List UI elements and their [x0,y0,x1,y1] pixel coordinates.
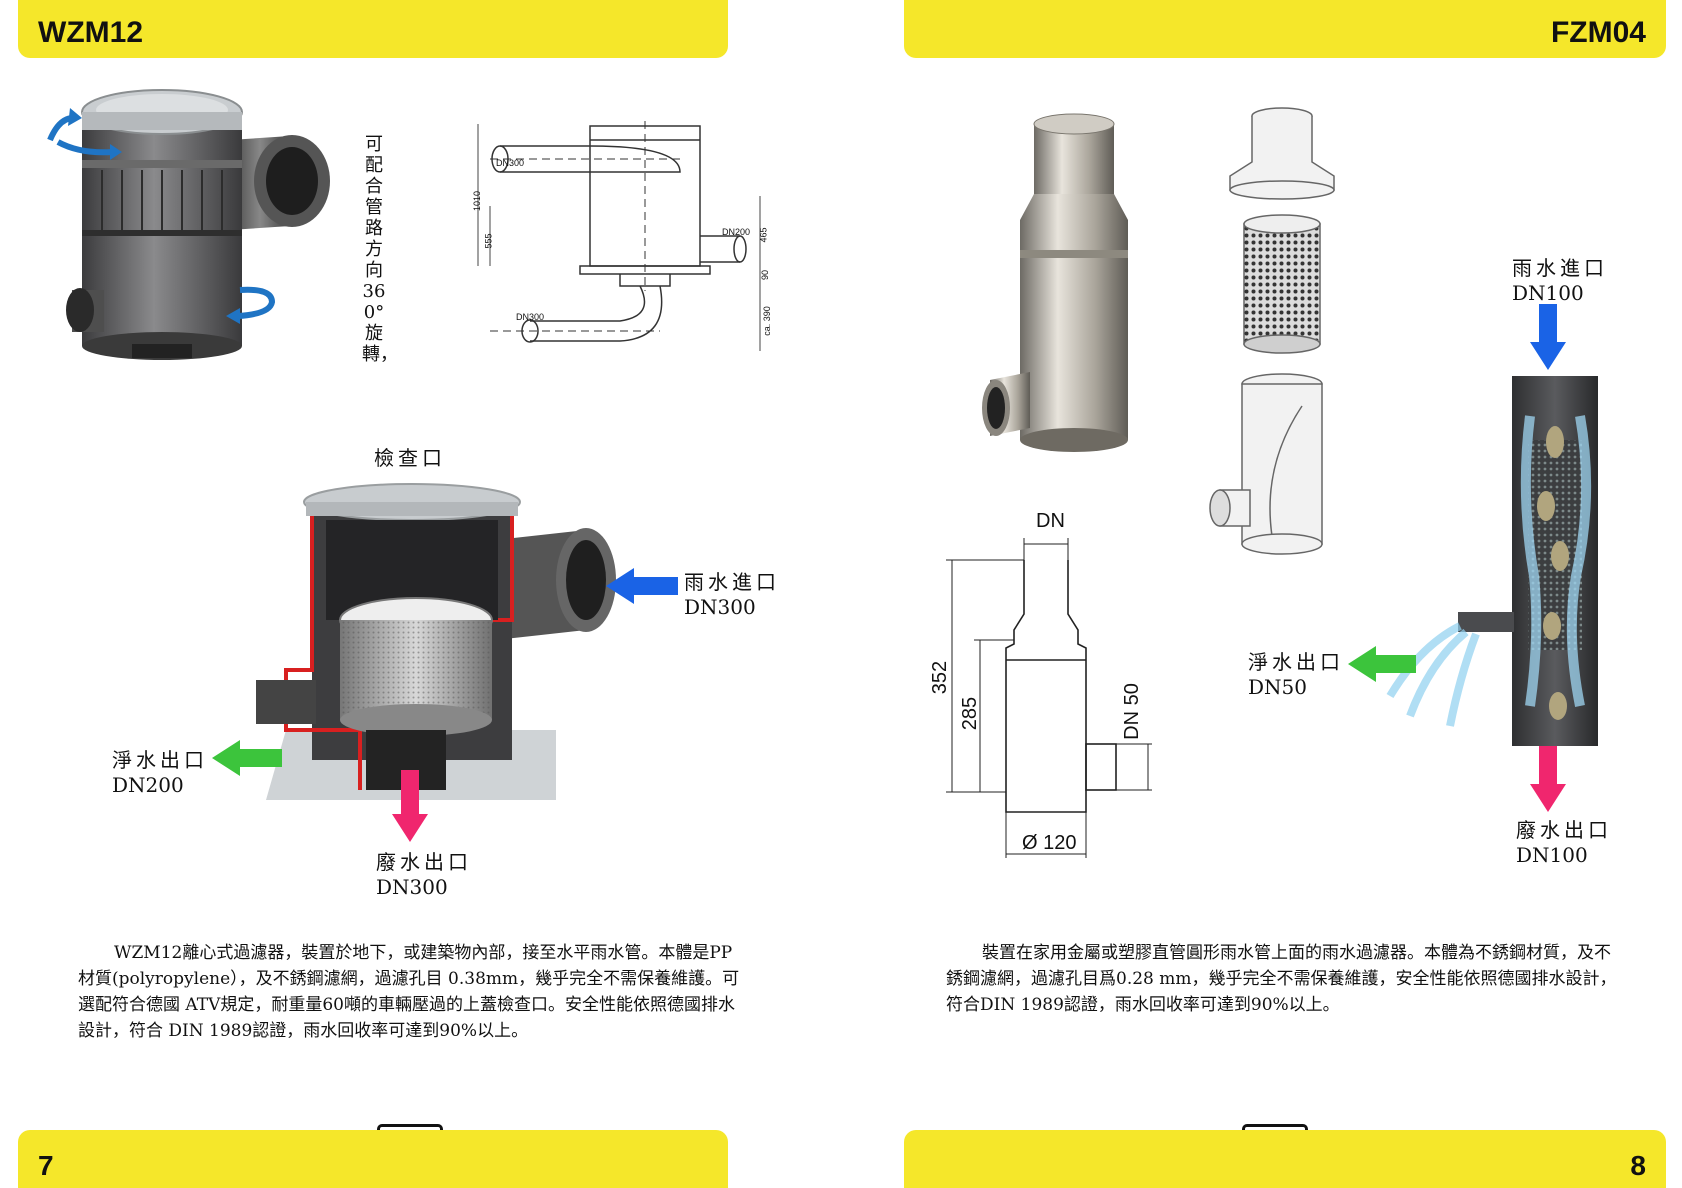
dim-1010: 1010 [472,190,483,212]
rain-inlet-callout: 雨水進口 DN300 [684,570,780,620]
right-waste-outlet-size: DN100 [1516,843,1588,867]
right-rain-inlet-label: 雨水進口 [1512,256,1608,280]
rotate-note: 可配合管路方向360°旋轉， [362,134,398,365]
right-footer-bar [904,1130,1666,1188]
waste-outlet-arrow [392,770,428,842]
left-model-title: WZM12 [38,16,143,49]
left-header-bar [18,0,728,58]
pipe-label-bottom: DN300 [516,312,545,322]
fzm04-technical-drawing [946,538,1152,858]
right-model-title: FZM04 [1550,16,1646,49]
waste-outlet-size: DN300 [376,875,448,899]
right-clean-outlet-callout: 淨水出口 DN50 [1248,650,1344,700]
wzm12-cutaway-render [256,483,616,800]
inspection-port-label: 檢查口 [374,446,446,470]
clean-outlet-callout: 淨水出口 DN200 [112,748,208,798]
clean-outlet-size: DN200 [112,773,184,797]
fzm04-exploded-parts [1209,107,1335,555]
right-waste-outlet-arrow [1530,746,1566,812]
dim-diameter-120: Ø 120 [1022,832,1077,854]
right-waste-outlet-callout: 廢水出口 DN100 [1516,818,1612,868]
right-clean-outlet-label: 淨水出口 [1248,650,1344,674]
pipe-label-side: DN200 [722,227,751,237]
wzm12-technical-drawing [477,121,761,351]
dim-555: 555 [483,233,494,249]
dim-352: 352 [929,660,952,695]
clean-outlet-label: 淨水出口 [112,748,208,772]
left-page-number: 7 [38,1150,54,1181]
dim-285: 285 [959,696,982,731]
rain-inlet-arrow [606,568,678,604]
right-waste-outlet-label: 廢水出口 [1516,818,1612,842]
right-header-bar [904,0,1666,58]
waste-outlet-callout: 廢水出口 DN300 [376,850,472,900]
left-description: WZM12離心式過濾器，裝置於地下，或建築物內部，接至水平雨水管。本體是PP材質… [78,943,740,1041]
wzm12-product-render [47,89,330,360]
dim-dn-top: DN [1036,510,1065,532]
rain-inlet-label: 雨水進口 [684,570,780,594]
dim-465: 465 [758,227,769,243]
right-rain-inlet-callout: 雨水進口 DN100 [1512,256,1608,306]
right-clean-outlet-arrow [1348,646,1416,682]
fzm04-section-view [1386,376,1598,746]
right-clean-outlet-size: DN50 [1248,675,1307,699]
right-rain-inlet-size: DN100 [1512,281,1584,305]
right-description: 裝置在家用金屬或塑膠直管圓形雨水管上面的雨水過濾器。本體為不銹鋼材質，及不銹鋼濾… [946,943,1617,1015]
dim-90: 90 [760,269,771,281]
rain-inlet-size: DN300 [684,595,756,619]
left-footer-bar [18,1130,728,1188]
clean-outlet-arrow [212,740,282,776]
fzm04-product-render [982,113,1128,452]
dim-dn50: DN 50 [1120,683,1143,740]
right-page-number: 8 [1630,1150,1646,1181]
right-rain-inlet-arrow [1530,304,1566,370]
dim-ca-390: ca. 390 [761,306,772,336]
waste-outlet-label: 廢水出口 [376,850,472,874]
pipe-label-top: DN300 [496,158,525,168]
